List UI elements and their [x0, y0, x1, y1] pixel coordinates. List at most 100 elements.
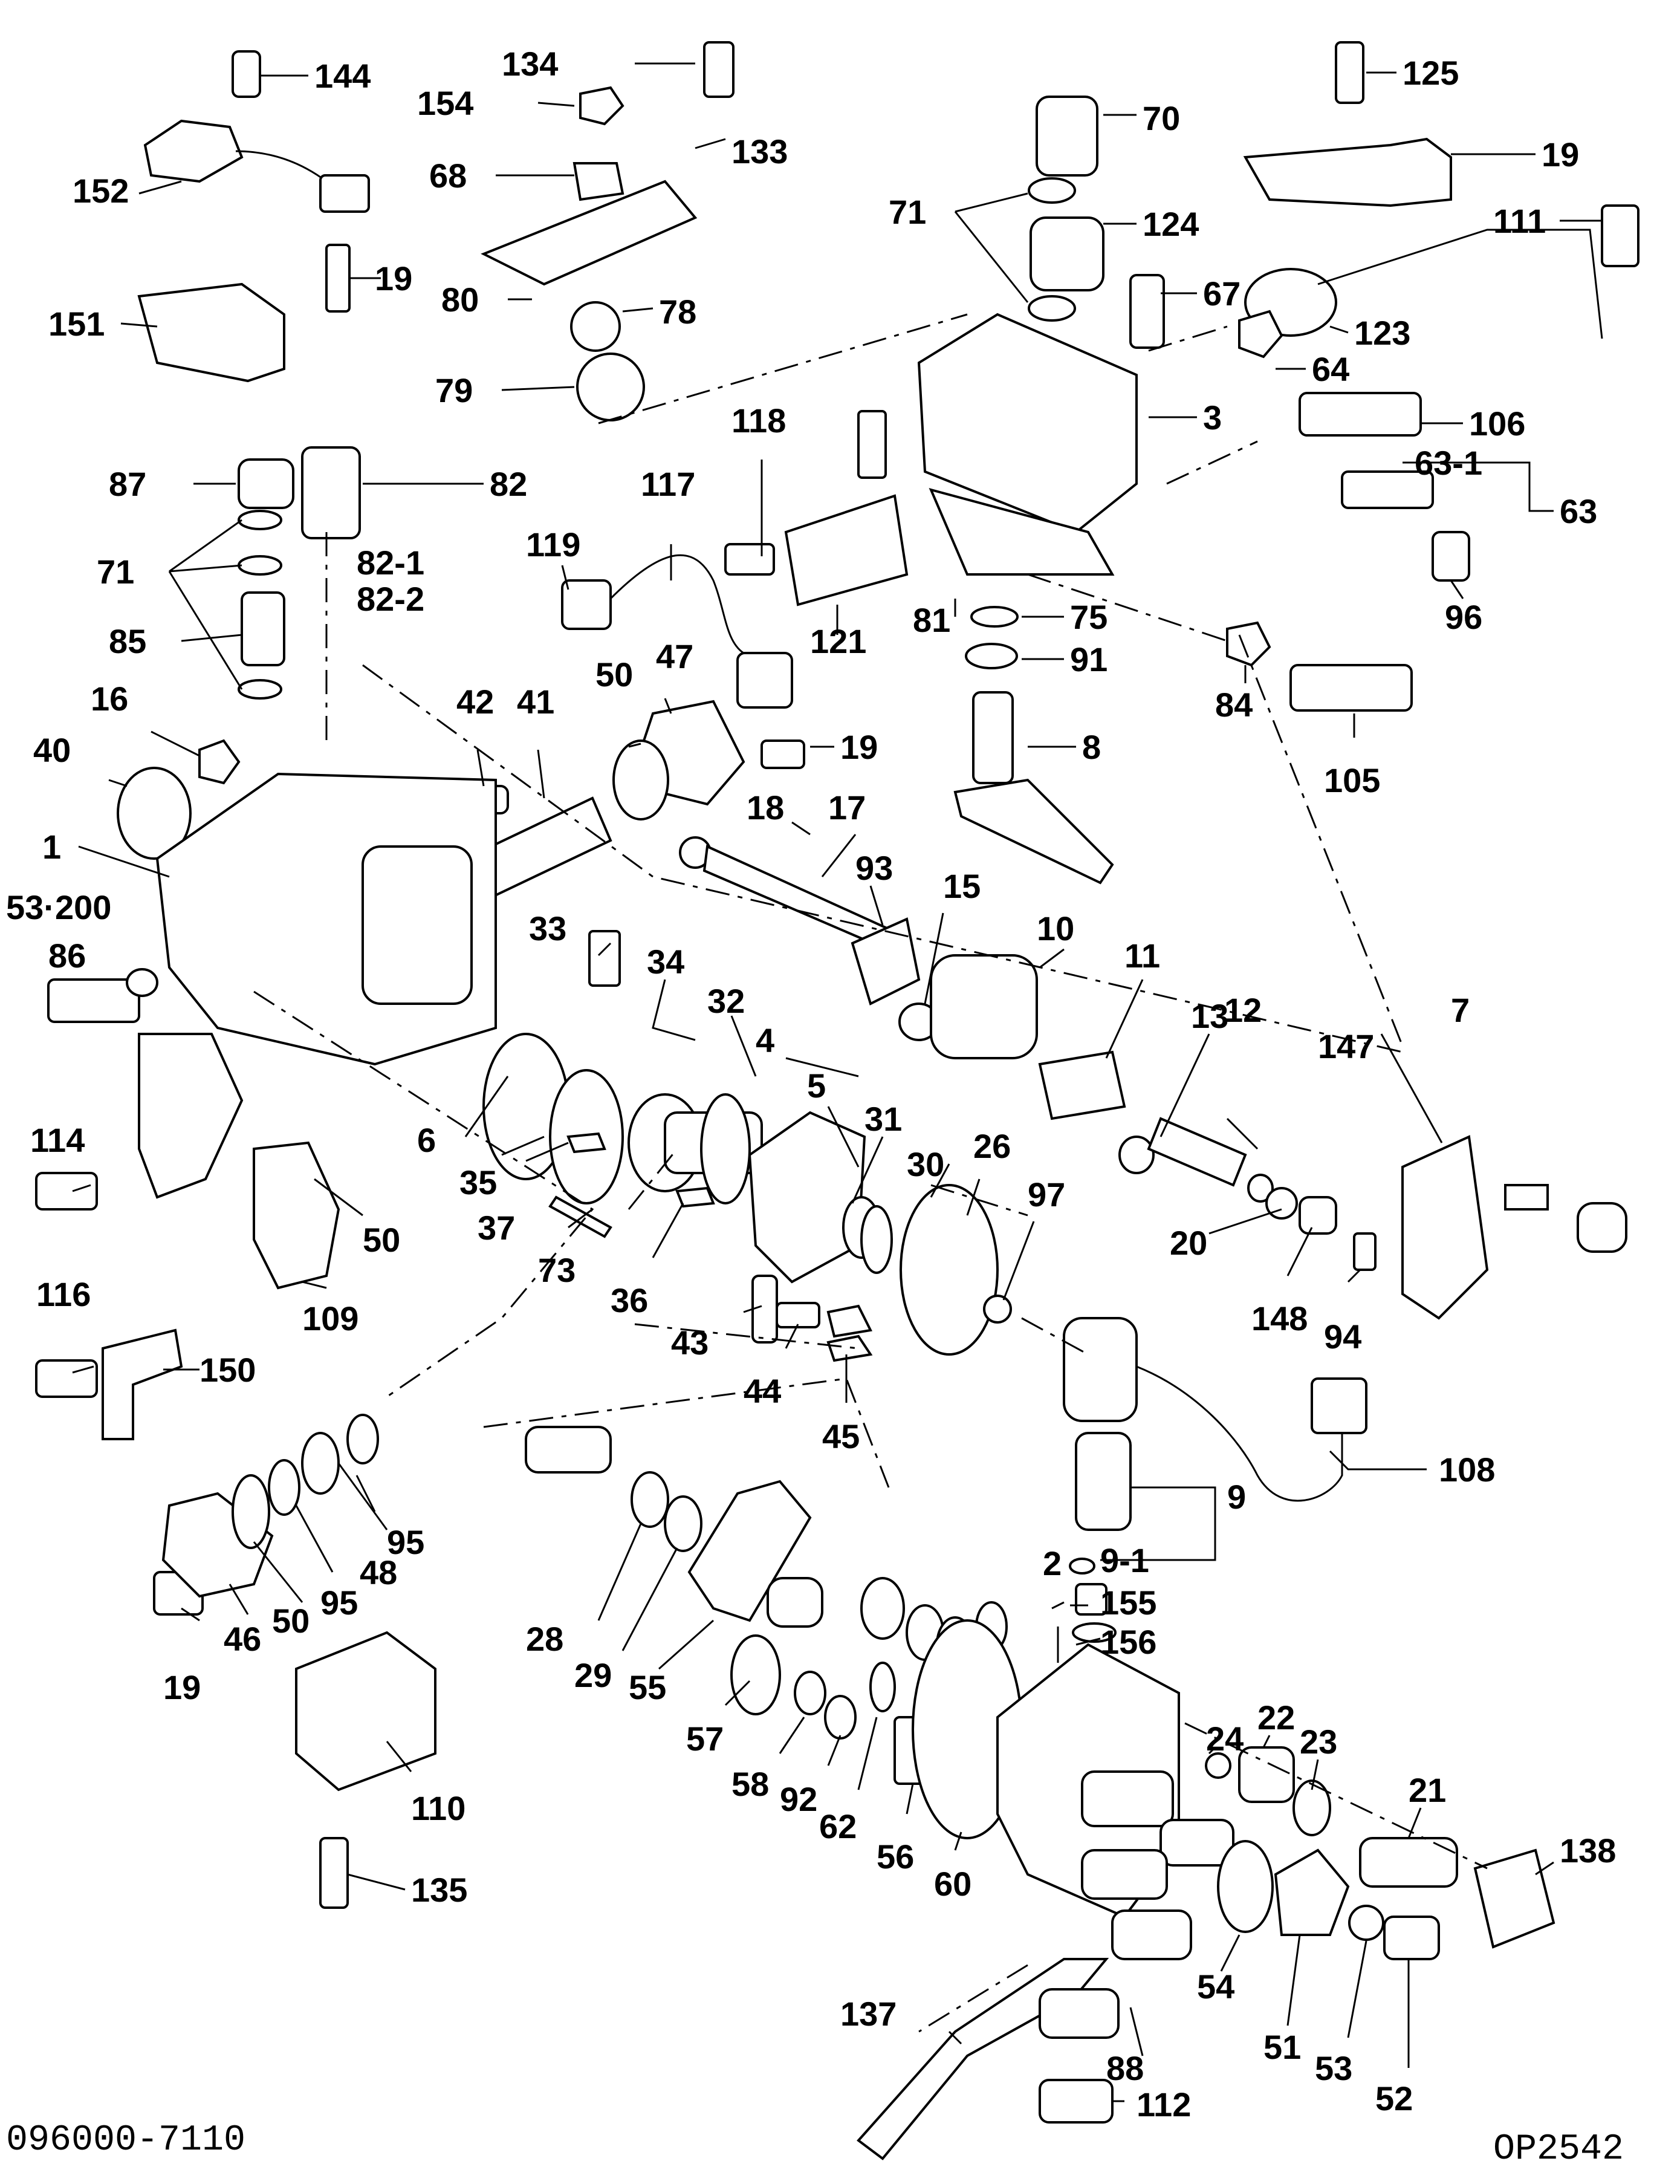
part-label: 94	[1324, 1318, 1361, 1356]
part-label: 71	[889, 193, 926, 231]
part-label: 44	[744, 1372, 781, 1410]
part-label: 82	[490, 465, 527, 503]
part-label: 111	[1493, 202, 1546, 240]
part-label: 68	[429, 157, 467, 195]
part-label: 15	[943, 867, 981, 905]
part-label: 110	[411, 1789, 465, 1827]
part-label: 50	[363, 1221, 400, 1259]
part-label: 6	[417, 1121, 436, 1159]
drawing-code: OP2542	[1493, 2129, 1624, 2170]
part-label: 20	[1170, 1224, 1207, 1262]
part-label: 73	[538, 1251, 576, 1289]
part-label: 40	[33, 731, 71, 769]
part-label: 53	[1315, 2049, 1352, 2087]
part-label: 92	[780, 1780, 817, 1818]
part-label: 63-1	[1415, 444, 1482, 482]
part-label: 47	[656, 637, 693, 675]
part-label: 31	[864, 1100, 902, 1138]
part-label: 119	[526, 525, 580, 564]
part-label: 52	[1375, 2079, 1413, 2117]
part-label: 82-2	[357, 580, 424, 618]
part-label: 57	[686, 1720, 724, 1758]
part-label: 112	[1137, 2085, 1191, 2124]
part-labels: 144 152 134 154 133 68 80 78 79 151 19 7…	[6, 45, 1616, 2124]
part-label: 85	[109, 622, 146, 660]
part-label: 64	[1312, 350, 1349, 388]
part-label: 106	[1469, 405, 1525, 443]
part-label: 60	[934, 1865, 971, 1903]
part-label: 50	[595, 655, 633, 694]
leader-lines	[72, 62, 1602, 2102]
part-label: 134	[502, 45, 558, 83]
part-label: 17	[828, 788, 866, 827]
part-label: 7	[1451, 991, 1470, 1029]
part-label: 133	[731, 132, 788, 171]
part-label: 55	[629, 1668, 666, 1706]
part-label: 117	[641, 465, 695, 503]
part-label: 138	[1560, 1831, 1616, 1870]
part-label: 48	[360, 1553, 397, 1591]
part-label: 67	[1203, 275, 1241, 313]
part-label: 82-1	[357, 544, 424, 582]
part-label: 154	[417, 84, 473, 122]
part-label: 36	[611, 1281, 648, 1319]
part-label: 19	[163, 1668, 201, 1706]
part-label: 19	[840, 728, 878, 766]
part-label: 144	[314, 57, 371, 95]
part-label: 93	[855, 849, 893, 887]
part-label: 125	[1403, 54, 1459, 92]
part-label: 118	[731, 401, 786, 440]
part-label: 50	[272, 1602, 310, 1640]
part-label: 97	[1028, 1175, 1065, 1214]
part-label: 71	[97, 553, 134, 591]
part-label: 8	[1082, 728, 1101, 766]
part-label: 124	[1143, 205, 1199, 243]
part-label: 80	[441, 281, 479, 319]
part-label: 87	[109, 465, 146, 503]
part-label: 81	[913, 601, 950, 639]
part-label: 147	[1318, 1027, 1374, 1065]
part-label: 135	[411, 1871, 467, 1909]
part-label: 37	[478, 1209, 515, 1247]
part-label: 19	[375, 259, 412, 297]
part-label: 53·200	[6, 888, 111, 926]
assembly-lines	[253, 313, 1488, 2033]
part-label: 56	[877, 1838, 914, 1876]
part-label: 96	[1445, 598, 1482, 636]
part-label: 45	[822, 1417, 860, 1455]
part-label: 11	[1124, 937, 1160, 975]
part-label: 26	[973, 1127, 1011, 1165]
part-label: 70	[1143, 99, 1180, 137]
part-label: 105	[1324, 761, 1380, 799]
part-label: 23	[1300, 1723, 1337, 1761]
part-label: 95	[387, 1523, 424, 1561]
part-label: 116	[36, 1275, 91, 1313]
part-label: 78	[659, 293, 696, 331]
part-label: 41	[517, 683, 554, 721]
part-label: 29	[574, 1656, 612, 1694]
part-label: 137	[840, 1995, 897, 2033]
part-label: 28	[526, 1620, 563, 1658]
part-label: 46	[224, 1620, 261, 1658]
part-label: 75	[1070, 598, 1108, 636]
part-label: 12	[1224, 991, 1262, 1029]
part-label: 58	[731, 1765, 769, 1803]
part-label: 21	[1409, 1771, 1446, 1809]
part-label: 42	[456, 683, 494, 721]
part-label: 43	[671, 1324, 709, 1362]
part-label: 24	[1206, 1720, 1244, 1758]
part-label: 88	[1106, 2049, 1144, 2087]
part-label: 2	[1043, 1544, 1062, 1582]
part-label: 91	[1070, 640, 1108, 678]
part-label: 108	[1439, 1451, 1495, 1489]
part-shapes	[35, 41, 1639, 2160]
part-label: 114	[30, 1121, 85, 1159]
part-label: 151	[48, 305, 105, 343]
part-label: 155	[1100, 1584, 1156, 1622]
part-label: 121	[810, 622, 866, 660]
part-label: 30	[907, 1145, 944, 1183]
part-label: 18	[747, 788, 784, 827]
part-label: 32	[707, 982, 745, 1020]
part-label: 109	[302, 1299, 358, 1337]
